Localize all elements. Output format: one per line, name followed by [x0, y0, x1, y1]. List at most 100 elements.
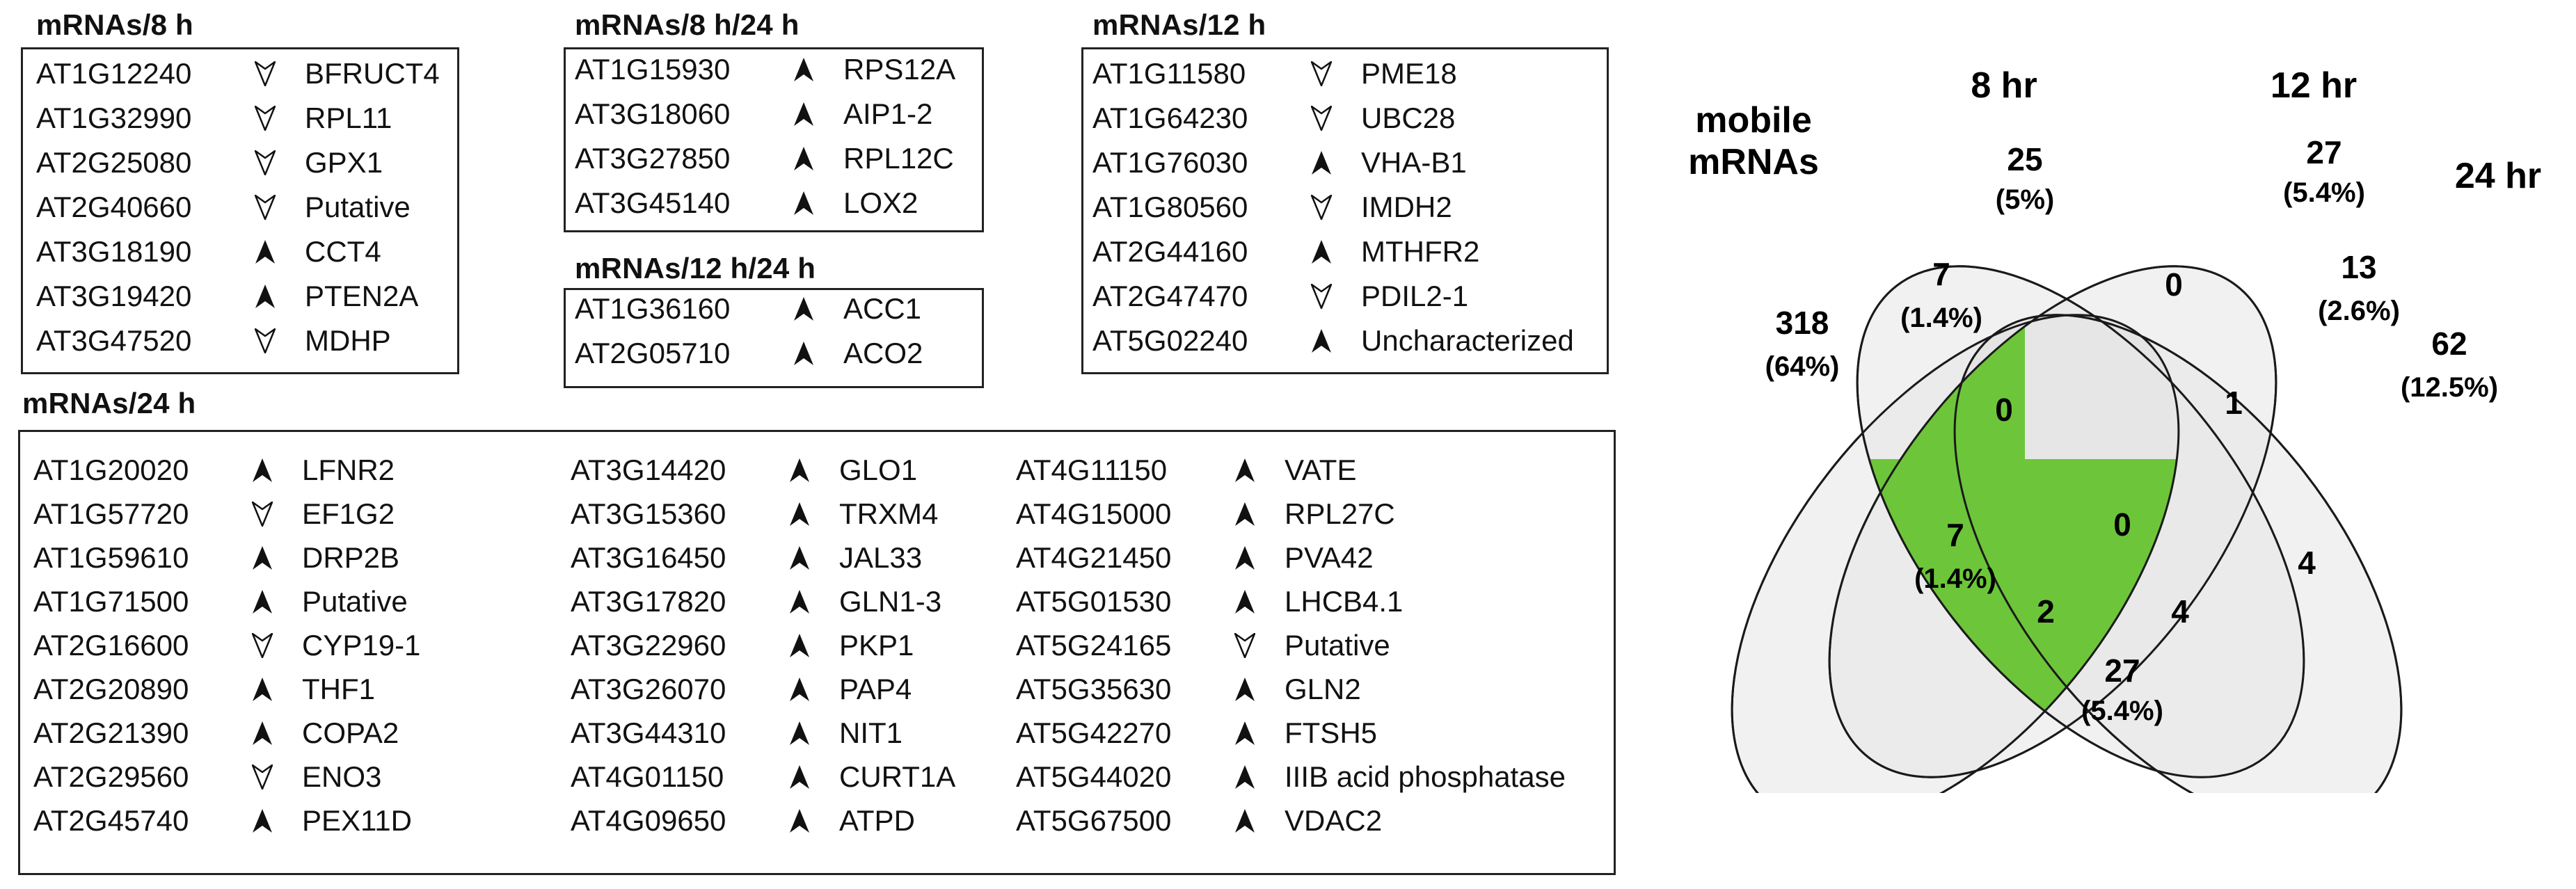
- filled-arrowhead-icon: [242, 543, 302, 573]
- gene-id: AT1G71500: [33, 585, 189, 618]
- filled-arrowhead-icon: [1225, 674, 1285, 705]
- gene-id: AT2G44160: [1092, 235, 1248, 268]
- gene-name: PKP1: [839, 629, 914, 662]
- gene-name: RPL27C: [1285, 497, 1395, 530]
- gene-id: AT5G44020: [1016, 760, 1172, 793]
- filled-arrowhead-icon: [779, 455, 839, 486]
- gene-id: AT3G14420: [571, 454, 726, 486]
- gene-id: AT3G27850: [575, 142, 731, 175]
- gene-id: AT5G35630: [1016, 673, 1172, 705]
- gene-name: IIIB acid phosphatase: [1285, 760, 1566, 793]
- gene-name: TRXM4: [839, 497, 939, 530]
- gene-id: AT2G21390: [33, 716, 189, 749]
- filled-arrowhead-icon: [1301, 237, 1361, 267]
- gene-name: COPA2: [302, 716, 399, 749]
- table-row: AT3G17820 GLN1-3: [571, 582, 941, 621]
- gene-id: AT3G26070: [571, 673, 726, 705]
- gene-name: CCT4: [305, 235, 381, 268]
- gene-id: AT2G29560: [33, 760, 189, 793]
- filled-arrowhead-icon: [779, 586, 839, 617]
- gene-id: AT4G15000: [1016, 497, 1172, 530]
- venn-12hr-only-count: 27: [2306, 134, 2342, 170]
- filled-arrowhead-icon: [1225, 455, 1285, 486]
- filled-arrowhead-icon: [242, 586, 302, 617]
- gene-name: DRP2B: [302, 541, 400, 574]
- gene-name: JAL33: [839, 541, 923, 574]
- venn-label-mobile-1: mobile: [1695, 100, 1812, 141]
- open-arrowhead-icon: [1301, 103, 1361, 134]
- gene-id: AT5G02240: [1092, 324, 1248, 357]
- gene-id: AT1G59610: [33, 541, 189, 574]
- venn-8hr-24hr-count: 4: [2298, 545, 2316, 581]
- venn-mobile-12hr-count: 7: [1946, 517, 1964, 553]
- table-row: AT1G80560 IMDH2: [1092, 188, 1452, 227]
- gene-id: AT3G45140: [575, 186, 731, 219]
- gene-name: VATE: [1285, 454, 1357, 486]
- gene-id: AT3G47520: [36, 324, 192, 357]
- filled-arrowhead-icon: [784, 188, 843, 218]
- venn-mobile-only-count: 318: [1776, 305, 1829, 341]
- venn-8hr-12hr-count: 0: [2165, 266, 2183, 303]
- gene-id: AT3G16450: [571, 541, 726, 574]
- table-8h-24h: [564, 47, 984, 232]
- venn-mobile-24hr-pct: (5.4%): [2081, 696, 2163, 726]
- gene-name: RPS12A: [843, 53, 956, 86]
- gene-name: IMDH2: [1361, 191, 1452, 223]
- gene-id: AT2G47470: [1092, 280, 1248, 312]
- venn-outlines: [1731, 265, 2403, 793]
- gene-name: GLN1-3: [839, 585, 942, 618]
- venn-mobile-24hr-count: 27: [2104, 652, 2140, 689]
- filled-arrowhead-icon: [245, 237, 305, 267]
- gene-name: VDAC2: [1285, 804, 1383, 837]
- venn-12hr-24hr-count: 13: [2341, 249, 2376, 285]
- table-title-12h: mRNAs/12 h: [1092, 8, 1266, 41]
- venn-outline-8hr: [1828, 265, 2277, 778]
- gene-name: FTSH5: [1285, 716, 1378, 749]
- filled-arrowhead-icon: [779, 718, 839, 748]
- gene-id: AT5G01530: [1016, 585, 1172, 618]
- filled-arrowhead-icon: [242, 718, 302, 748]
- gene-name: RPL11: [305, 102, 392, 134]
- gene-name: VHA-B1: [1361, 146, 1467, 179]
- gene-id: AT3G18060: [575, 97, 731, 130]
- filled-arrowhead-icon: [784, 99, 843, 129]
- gene-name: PTEN2A: [305, 280, 419, 312]
- gene-id: AT3G17820: [571, 585, 726, 618]
- gene-name: BFRUCT4: [305, 57, 440, 90]
- gene-id: AT4G01150: [571, 760, 724, 793]
- gene-id: AT1G64230: [1092, 102, 1248, 134]
- gene-id: AT4G09650: [571, 804, 726, 837]
- open-arrowhead-icon: [1301, 58, 1361, 89]
- table-row: AT1G59610 DRP2B: [33, 538, 399, 577]
- gene-name: AIP1-2: [843, 97, 933, 130]
- filled-arrowhead-icon: [242, 674, 302, 705]
- table-12h-24h: [564, 288, 984, 388]
- gene-id: AT1G36160: [575, 292, 731, 325]
- filled-arrowhead-icon: [779, 543, 839, 573]
- gene-id: AT1G11580: [1092, 57, 1246, 90]
- filled-arrowhead-icon: [1225, 762, 1285, 792]
- open-arrowhead-icon: [242, 630, 302, 661]
- gene-id: AT1G57720: [33, 497, 189, 530]
- filled-arrowhead-icon: [779, 499, 839, 529]
- gene-id: AT1G80560: [1092, 191, 1248, 223]
- table-24h: [18, 430, 1616, 875]
- venn-all-four-count: 0: [2113, 506, 2131, 543]
- gene-name: RPL12C: [843, 142, 954, 175]
- gene-name: MDHP: [305, 324, 391, 357]
- open-arrowhead-icon: [242, 499, 302, 529]
